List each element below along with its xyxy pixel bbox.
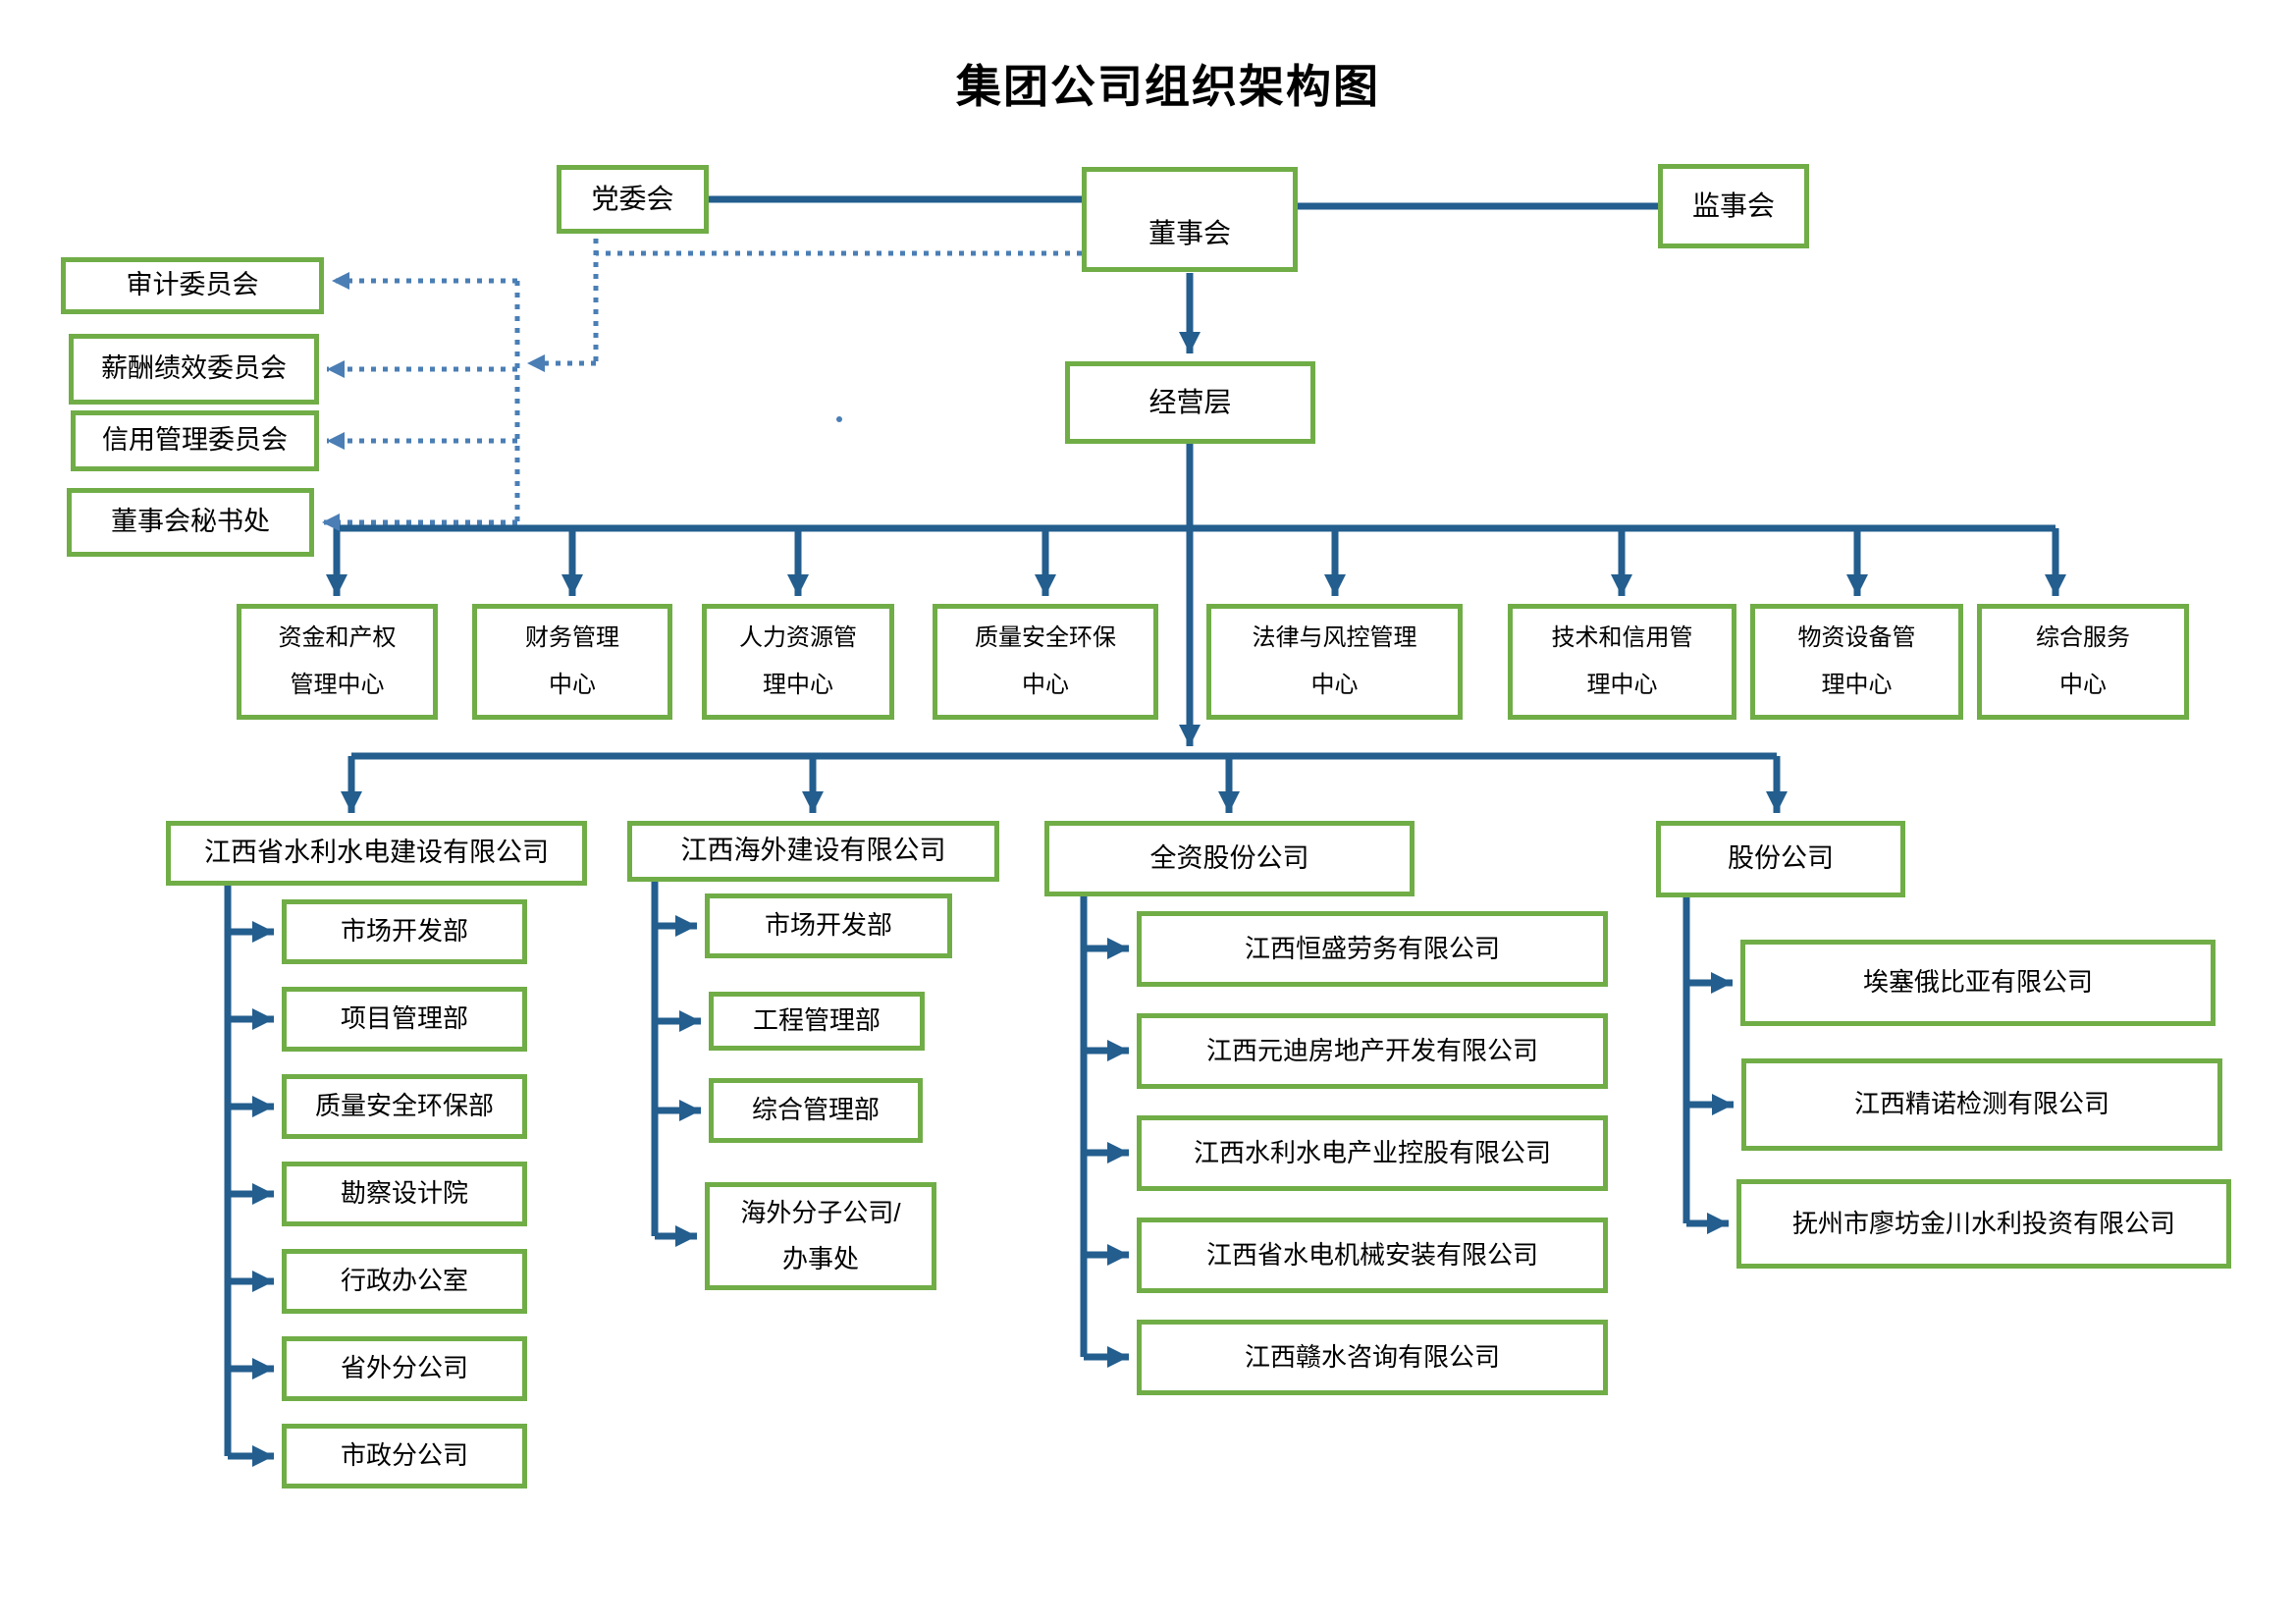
center-label-line1: 人力资源管: [739, 624, 857, 651]
box-dept-market-development-2: 市场开发部: [705, 893, 952, 958]
box-company-ganshui-consulting: 江西赣水咨询有限公司: [1137, 1320, 1608, 1395]
center-label-line1: 技术和信用管: [1551, 624, 1693, 651]
box-management-layer: 经营层: [1065, 361, 1315, 444]
center-label-line1: 物资设备管: [1797, 624, 1916, 651]
center-label-line2: 理中心: [1586, 672, 1658, 698]
center-label-line2: 中心: [1310, 672, 1359, 698]
box-center-general-services: 综合服务 中心: [1977, 604, 2189, 720]
box-dept-out-of-province-branch: 省外分公司: [282, 1336, 527, 1401]
box-compensation-performance-committee: 薪酬绩效委员会: [69, 334, 319, 405]
page-title: 集团公司组织架构图: [956, 61, 1380, 112]
box-center-tech-credit: 技术和信用管 理中心: [1508, 604, 1736, 720]
overseas-branch-line1: 海外分子公司/: [740, 1198, 901, 1228]
box-subsidiary-jiangxi-water-construction: 江西省水利水电建设有限公司: [166, 821, 587, 886]
center-label-line2: 理中心: [763, 672, 833, 698]
box-center-finance: 财务管理 中心: [472, 604, 672, 720]
box-subsidiary-share-companies: 股份公司: [1656, 821, 1905, 897]
box-dept-administrative-office: 行政办公室: [282, 1249, 527, 1314]
center-label-line1: 资金和产权: [278, 624, 397, 651]
center-label-line1: 财务管理: [525, 624, 619, 651]
center-label-line2: 中心: [549, 672, 596, 698]
center-label-line2: 中心: [1022, 672, 1069, 698]
box-board-of-directors: 董事会: [1082, 167, 1298, 272]
center-label-line1: 法律与风控管理: [1252, 624, 1417, 651]
box-subsidiary-jiangxi-overseas: 江西海外建设有限公司: [627, 821, 999, 882]
box-company-hydro-machinery-installation: 江西省水电机械安装有限公司: [1137, 1218, 1608, 1293]
box-dept-quality-safety-env: 质量安全环保部: [282, 1074, 527, 1139]
box-dept-project-management: 项目管理部: [282, 987, 527, 1052]
center-label-line2: 理中心: [1821, 672, 1893, 698]
box-company-yuandi-realestate: 江西元迪房地产开发有限公司: [1137, 1013, 1608, 1089]
box-audit-committee: 审计委员会: [61, 257, 324, 314]
overseas-branch-line2: 办事处: [781, 1244, 859, 1273]
box-center-legal-risk: 法律与风控管理 中心: [1206, 604, 1463, 720]
box-company-hengsheng-labor: 江西恒盛劳务有限公司: [1137, 911, 1608, 987]
box-dept-engineering-management: 工程管理部: [709, 992, 925, 1051]
box-board-secretariat: 董事会秘书处: [67, 488, 314, 557]
box-dept-overseas-branches-offices: 海外分子公司/ 办事处: [705, 1182, 936, 1290]
box-dept-survey-design-institute: 勘察设计院: [282, 1162, 527, 1226]
box-subsidiary-wholly-owned-group: 全资股份公司: [1044, 821, 1415, 896]
box-dept-municipal-branch: 市政分公司: [282, 1424, 527, 1489]
box-center-quality-safety-env: 质量安全环保 中心: [933, 604, 1158, 720]
stray-dot: [836, 416, 842, 422]
box-credit-management-committee: 信用管理委员会: [71, 410, 319, 471]
box-party-committee: 党委会: [557, 165, 709, 234]
box-center-materials-equipment: 物资设备管 理中心: [1750, 604, 1963, 720]
box-center-hr: 人力资源管 理中心: [702, 604, 894, 720]
center-label-line2: 中心: [2059, 672, 2107, 698]
center-label-line1: 综合服务: [2036, 624, 2130, 651]
box-company-fuzhou-liaofang-jinchuan: 抚州市廖坊金川水利投资有限公司: [1736, 1179, 2231, 1269]
box-dept-general-management: 综合管理部: [709, 1078, 923, 1143]
center-label-line1: 质量安全环保: [975, 624, 1116, 651]
box-company-water-industry-holding: 江西水利水电产业控股有限公司: [1137, 1115, 1608, 1191]
box-company-ethiopia: 埃塞俄比亚有限公司: [1740, 940, 2216, 1026]
box-supervisory-board: 监事会: [1658, 164, 1809, 248]
center-label-line2: 管理中心: [290, 672, 385, 698]
box-center-funds-property: 资金和产权 管理中心: [237, 604, 438, 720]
box-company-jingnuo-testing: 江西精诺检测有限公司: [1741, 1058, 2222, 1151]
box-dept-market-development-1: 市场开发部: [282, 899, 527, 964]
